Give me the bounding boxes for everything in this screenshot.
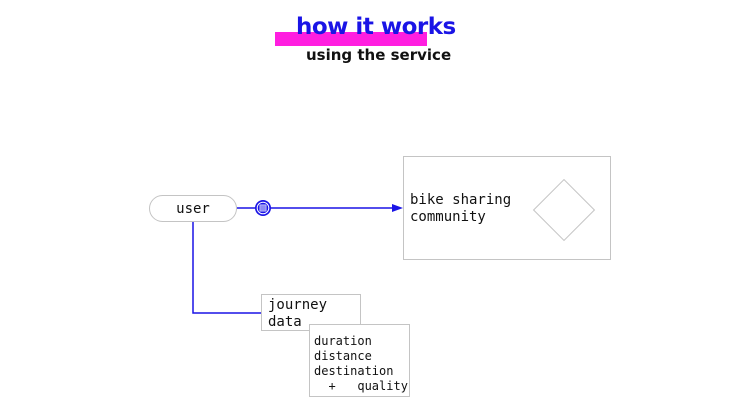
page-subtitle: using the service [306, 46, 452, 64]
user-node: user [149, 195, 237, 222]
journey-details-node: duration distance destination + quality [309, 324, 410, 397]
community-node: bike sharing community [403, 156, 611, 260]
journey-details-label: duration distance destination + quality [314, 334, 408, 393]
grid-circle-icon [255, 200, 271, 216]
page-title: how it works [296, 14, 456, 40]
community-label: bike sharing community [410, 192, 512, 225]
title-highlight [275, 32, 427, 46]
user-to-journey-line [192, 222, 261, 314]
journey-data-label: journey data [268, 297, 328, 330]
arrowhead-icon [392, 204, 403, 212]
header: how it works using the service [0, 0, 740, 80]
diamond-shape [532, 178, 596, 242]
